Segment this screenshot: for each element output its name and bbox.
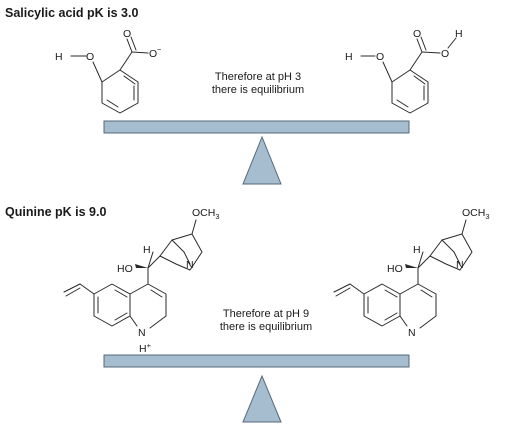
salicylic-note-line1: Therefore at pH 3 [215, 71, 301, 83]
quinine-base-h-label: H [413, 244, 421, 256]
salicylic-acid-unionized-structure: H O O O H [345, 28, 463, 114]
quinine-ion-h-plus: H+ [139, 341, 152, 355]
quinine-balance-beam [103, 354, 410, 368]
salicylic-o-hydroxyl: O [376, 51, 384, 63]
salicylate-o-carbonyl: O [123, 28, 131, 40]
quinine-ion-ho-label: HO [117, 263, 133, 275]
salicylic-o-carbonyl: O [413, 28, 421, 40]
quinine-ion-methoxy: OCH3 [192, 207, 220, 221]
quinine-note-line2: there is equilibrium [220, 321, 312, 333]
salicylate-negative-charge: − [157, 45, 162, 54]
salicylic-o-acid: O [441, 48, 449, 60]
quinine-title: Quinine pK is 9.0 [5, 205, 106, 219]
salicylic-balance-beam [103, 120, 410, 134]
quinine-unionized-structure: HO H N OCH3 N [333, 207, 490, 339]
salicylate-h-label: H [55, 51, 63, 63]
quinine-base-n-bridge: N [456, 259, 464, 271]
salicylic-h-acid: H [455, 28, 463, 40]
quinine-base-ho-label: HO [387, 263, 403, 275]
quinine-ion-n-ring: N [138, 327, 146, 339]
quinine-base-n-ring: N [408, 327, 416, 339]
quinine-balance-fulcrum [242, 374, 282, 423]
salicylic-title: Salicylic acid pK is 3.0 [5, 6, 138, 20]
quinine-base-methoxy: OCH3 [462, 207, 490, 221]
quinine-ion-n-bridge: N [186, 259, 194, 271]
quinine-ionized-structure: HO H N OCH3 N H+ [63, 207, 220, 355]
salicylate-ionized-structure: H O O O − [55, 28, 162, 114]
salicylate-o-hydroxyl: O [86, 51, 94, 63]
salicylic-h-label: H [345, 51, 353, 63]
quinine-ion-h-label: H [143, 244, 151, 256]
salicylate-o-carboxylate: O [149, 48, 157, 60]
quinine-note-line1: Therefore at pH 9 [223, 308, 309, 320]
salicylic-balance-fulcrum [242, 135, 282, 185]
salicylic-note-line2: there is equilibrium [212, 84, 304, 96]
